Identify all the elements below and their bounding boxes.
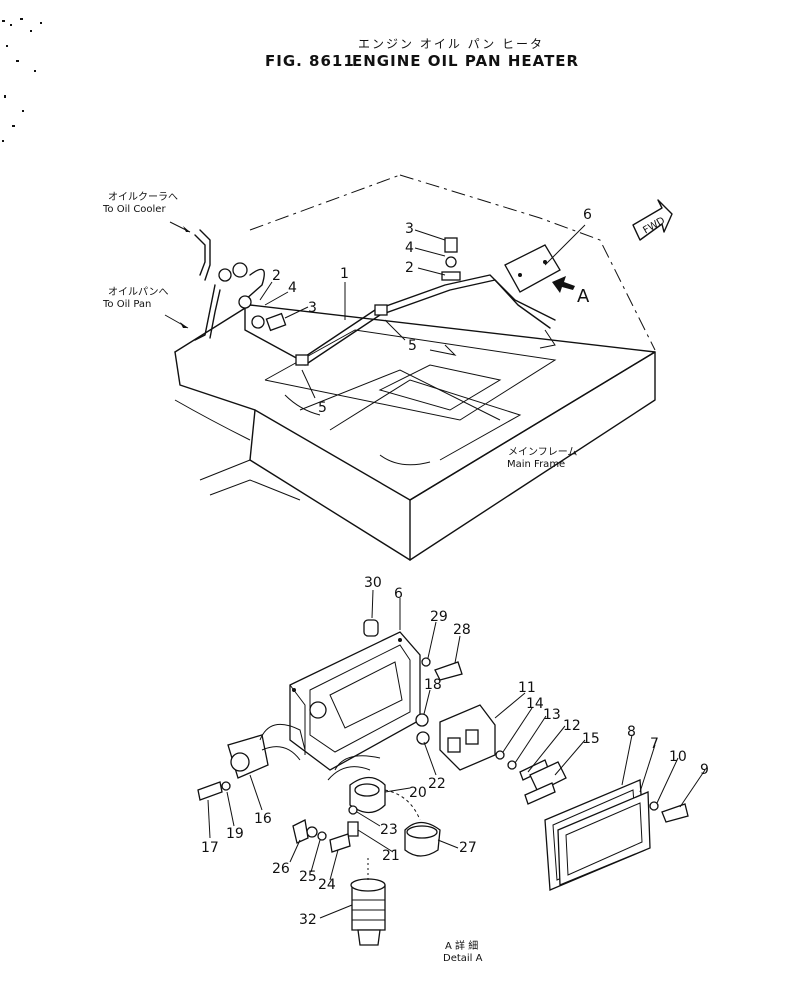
main-frame-label: Main Frame: [507, 459, 565, 470]
title-japanese: エンジン オイル パン ヒータ: [358, 37, 544, 51]
oil-pan-label: To Oil Pan: [102, 299, 151, 310]
part-number-8: 8: [627, 724, 636, 740]
part-number-3: 3: [308, 300, 317, 316]
part-number-18: 18: [424, 677, 442, 693]
part-number-21: 21: [382, 848, 400, 864]
figure-number: FIG. 8611: [265, 52, 355, 70]
oil-cooler-label: To Oil Cooler: [102, 204, 166, 215]
part-number-19: 19: [226, 826, 244, 842]
part-number-5: 5: [408, 338, 417, 354]
part-number-16: 16: [254, 811, 272, 827]
upper-leader-lines: [259, 224, 586, 399]
oil-pan-label-jp: オイルパンへ: [108, 286, 169, 298]
part-number-2: 2: [272, 268, 281, 284]
figure-title: ENGINE OIL PAN HEATER: [352, 52, 579, 70]
part-number-4: 4: [405, 240, 414, 256]
oil-cooler-label-jp: オイルクーラへ: [108, 191, 178, 203]
part-number-14: 14: [526, 696, 544, 712]
part-number-17: 17: [201, 840, 219, 856]
part-number-30: 30: [364, 575, 382, 591]
part-number-26: 26: [272, 861, 290, 877]
part-number-15: 15: [582, 731, 600, 747]
part-number-2: 2: [405, 260, 414, 276]
scan-artifact: [2, 18, 42, 142]
view-a-arrow: A: [552, 276, 590, 307]
part-number-24: 24: [318, 877, 336, 893]
part-number-29: 29: [430, 609, 448, 625]
part-number-3: 3: [405, 221, 414, 237]
part-number-28: 28: [453, 622, 471, 638]
fwd-arrow-indicator: FWD: [632, 199, 673, 241]
upper-part-numbers: 1 2 4 3 3 4 2 5 5 6: [272, 207, 592, 416]
main-frame-drawing: [174, 174, 656, 561]
part-number-23: 23: [380, 822, 398, 838]
part-number-6: 6: [394, 586, 403, 602]
figure-header: エンジン オイル パン ヒータ FIG. 8611 ENGINE OIL PAN…: [265, 37, 579, 70]
part-number-20: 20: [409, 785, 427, 801]
part-number-1: 1: [340, 266, 349, 282]
view-a-label: A: [577, 286, 590, 307]
detail-a-drawing: [197, 619, 689, 946]
detail-a-label: Detail A: [443, 953, 483, 964]
main-frame-label-jp: メインフレーム: [508, 446, 577, 458]
upper-annotations: オイルクーラへ To Oil Cooler オイルパンへ To Oil Pan …: [102, 191, 577, 470]
part-number-10: 10: [669, 749, 687, 765]
part-number-9: 9: [700, 762, 709, 778]
lower-leader-lines: [207, 589, 706, 919]
part-number-32: 32: [299, 912, 317, 928]
oil-hose-assembly: [194, 229, 561, 366]
part-number-7: 7: [650, 736, 659, 752]
part-number-4: 4: [288, 280, 297, 296]
part-number-11: 11: [518, 680, 536, 696]
part-number-22: 22: [428, 776, 446, 792]
part-number-13: 13: [543, 707, 561, 723]
part-number-6: 6: [583, 207, 592, 223]
lower-part-numbers: 30 6 29 28 18 11 14 13 12 15 8 7 10 9 22…: [201, 575, 709, 928]
part-number-12: 12: [563, 718, 581, 734]
part-number-25: 25: [299, 869, 317, 885]
detail-a-caption: A 詳 細 Detail A: [443, 939, 483, 964]
part-number-5: 5: [318, 400, 327, 416]
part-number-27: 27: [459, 840, 477, 856]
detail-a-label-jp: A 詳 細: [445, 939, 478, 952]
